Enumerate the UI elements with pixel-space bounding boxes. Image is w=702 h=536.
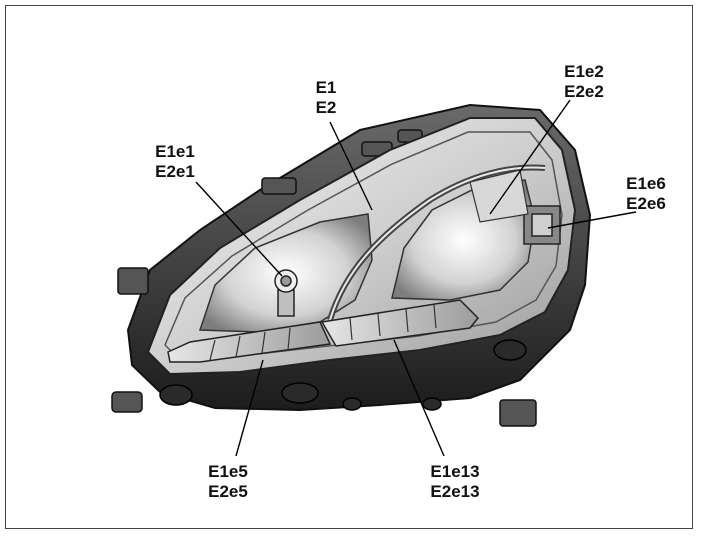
lens-inner-border: [164, 131, 563, 359]
callout-e1e5-line1: E1e5: [208, 462, 248, 481]
indicator-housing: [469, 169, 529, 223]
figure-border: [5, 5, 693, 529]
callout-e1e13-line1: E1e13: [430, 462, 480, 481]
housing-sockets: [159, 339, 527, 411]
callout-e1e6: E1e6 E2e6: [614, 174, 678, 214]
mounting-tabs: [111, 129, 537, 427]
callout-e1e6-line1: E1e6: [626, 174, 666, 193]
led-strip-right: [320, 299, 480, 347]
callout-e1e6-line2: E2e6: [626, 194, 666, 213]
callout-e1-line2: E2: [315, 98, 337, 117]
side-marker: [523, 205, 561, 245]
callout-e1e1-line2: E2e1: [155, 162, 195, 181]
callout-e1e1-line1: E1e1: [155, 142, 195, 161]
callout-e1e1: E1e1 E2e1: [143, 142, 207, 182]
callout-e1e2: E1e2 E2e2: [552, 62, 616, 102]
bulb: [274, 269, 298, 317]
callout-e1e13-line2: E2e13: [430, 482, 480, 501]
callout-e1e5-line2: E2e5: [208, 482, 248, 501]
callout-e1e2-line1: E1e2: [564, 62, 604, 81]
callout-e1e2-line2: E2e2: [564, 82, 604, 101]
callout-e1: E1 E2: [296, 78, 356, 118]
leader-lines: [195, 99, 637, 457]
callout-e1e13: E1e13 E2e13: [418, 462, 492, 502]
callout-e1-line1: E1: [315, 78, 337, 97]
callout-e1e5: E1e5 E2e5: [196, 462, 260, 502]
